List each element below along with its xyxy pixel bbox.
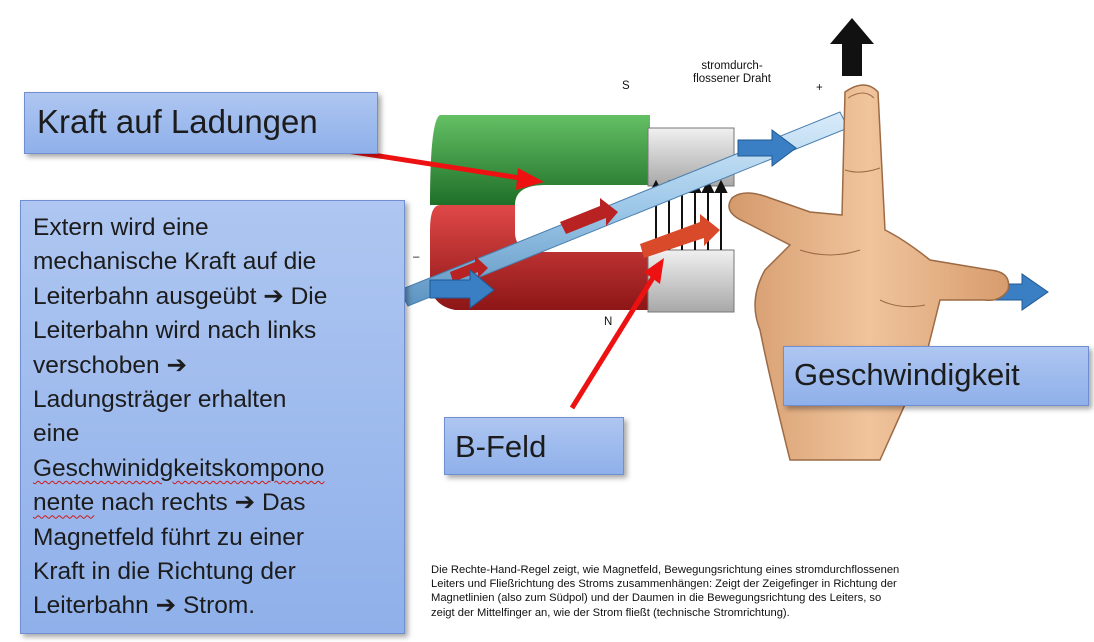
magnet-green-arm: [430, 115, 650, 205]
geschwindigkeit-box: Geschwindigkeit: [783, 346, 1089, 406]
explanation-line: Geschwinidgkeitskompono: [33, 454, 325, 482]
caption-line: Magnetlinien (also zum Südpol) und der D…: [431, 592, 882, 605]
explanation-line: Leiterbahn ausgeübt ➔ Die: [33, 282, 328, 310]
north-pole-face: [647, 249, 735, 313]
caption-line: Die Rechte-Hand-Regel zeigt, wie Magnetf…: [431, 564, 900, 576]
explanation-line: Extern wird eine: [33, 214, 209, 241]
wire-label-line1: stromdurch-: [701, 60, 763, 72]
north-pole-label: N: [604, 316, 613, 328]
wire-label-line2: flossener Draht: [693, 73, 771, 85]
caption-line: zeigt der Mittelfinger an, wie der Strom…: [431, 606, 790, 619]
explanation-line: Leiterbahn ➔ Strom.: [33, 592, 256, 620]
b-feld-box: B-Feld: [444, 417, 624, 475]
plus-label: +: [816, 82, 823, 94]
explanation-line: eine: [33, 420, 80, 448]
south-pole-label: S: [622, 80, 630, 92]
arrow-icon: ➔: [155, 592, 177, 620]
caption-line: Leiters und Fließrichtung des Stroms zus…: [431, 578, 897, 591]
explanation-line: Ladungsträger erhalten: [33, 386, 287, 414]
geschwindigkeit-label: Geschwindigkeit: [794, 357, 1020, 392]
current-wire: [399, 111, 849, 307]
arrow-icon: ➔: [166, 351, 188, 379]
caption: Die Rechte-Hand-Regel zeigt, wie Magnetf…: [431, 563, 1071, 620]
b-feld-label: B-Feld: [455, 429, 547, 464]
kraft-auf-ladungen-box: Kraft auf Ladungen: [24, 92, 378, 154]
explanation-line: Leiterbahn wird nach links: [33, 317, 317, 345]
explanation-line: Magnetfeld führt zu einer: [33, 523, 305, 551]
minus-label: –: [413, 251, 420, 263]
explanation-line: Kraft in die Richtung der: [33, 558, 296, 586]
black-up-arrow-icon: [830, 18, 874, 76]
kraft-auf-ladungen-label: Kraft auf Ladungen: [37, 103, 318, 140]
wire-label: stromdurch- flossener Draht: [684, 60, 780, 86]
arrow-icon: ➔: [234, 489, 256, 517]
arrow-icon: ➔: [263, 282, 284, 310]
explanation-line: mechanische Kraft auf die: [33, 248, 317, 276]
explanation-line: nente nach rechts ➔ Das: [33, 489, 306, 517]
explanation-box: Extern wird eine mechanische Kraft auf d…: [20, 200, 405, 634]
explanation-line: verschoben ➔: [33, 351, 188, 379]
